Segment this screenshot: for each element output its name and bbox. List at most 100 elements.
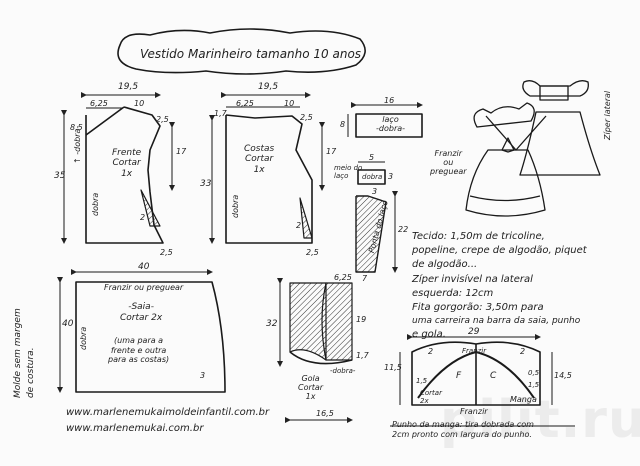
sleeve-c-label: 0,5 [528,369,540,377]
collar-piece-label: Gola Cortar 1x [298,374,323,402]
collar-label-2: Cortar [298,383,324,393]
skirt-note: (uma para a frente e outra para as costa… [108,336,169,365]
dress-illustration [465,102,547,217]
sleeve-e-label: 1,5 [528,381,540,389]
sleeve-top-label: Franzir [462,347,487,355]
tie-piece [355,195,387,273]
back-shoulder-label: 6,25 [236,99,254,108]
sleeve-c-mark-label: C [490,371,497,381]
skirt-note-3: para as costas) [108,355,170,365]
bow-height-label: 8 [340,120,346,129]
front-label-2: Cortar [112,158,141,169]
front-m1-label: 8,5 [70,123,83,132]
back-height-label: 33 [200,179,212,189]
front-label-1: Frente [112,148,142,158]
skirt-piece [75,281,226,393]
title-cloud [117,28,366,75]
collar-fold-label: -dobra- [330,367,356,375]
back-arm-label: 17 [326,147,337,156]
back-m1-label: 1,7 [214,109,227,118]
back-bodice-piece [225,114,313,244]
bow-label: laço -dobra- [376,115,405,134]
dress-gather-1: Franzir [434,149,463,158]
skirt-width-label: 40 [138,262,150,272]
zipper-label: Zíper lateral [603,90,612,140]
collar-label-1: Gola [301,374,320,383]
back-label-3: 1x [253,164,265,175]
bow-center-fold-label: dobra [362,173,383,181]
collar-side-label: 19 [356,315,367,324]
back-dart-label: 2 [296,221,302,230]
sleeve-cut-2: 2x [420,396,429,405]
back-label-1: Costas [244,144,275,154]
materials-line-3: de algodão... [412,259,478,271]
skirt-height-label: 40 [62,319,74,329]
materials-line-5: esquerda: 12cm [412,287,494,299]
front-bodice-piece [85,106,164,244]
dress-gather-label: Franzir ou preguear [430,149,467,176]
back-neck-label: 10 [284,99,295,108]
skirt-note-1: (uma para a [114,336,164,345]
front-label-3: 1x [121,168,133,179]
materials-line-1: Tecido: 1,50m de tricoline, [412,231,545,242]
front-dart-label: 2 [140,213,146,222]
front-height-label: 35 [54,171,66,181]
collar-height-label: 32 [266,319,278,329]
website-1: www.marlenemukaimoldeinfantil.com.br [66,407,270,418]
materials-line-2: popeline, crepe de algodão, piquet [412,245,587,257]
sleeve-a-label: 2 [428,347,434,356]
sleeve-cut-label: Cortar 2x [420,389,442,405]
bow-center-piece [357,169,386,185]
cuff-note-2: 2cm pronto com largura do punho. [392,430,532,440]
cuff-note-1: Punho da manga: tira dobrada com [392,420,534,429]
bow-center-label-2: laço [334,171,349,180]
bow-piece [355,113,423,138]
materials-block: Tecido: 1,50m de tricoline, popeline, cr… [412,230,587,342]
skirt-piece-label: -Saia- Cortar 2x [120,302,162,324]
dress-gather-2: ou [443,157,454,167]
page-title: Vestido Marinheiro tamanho 10 anos [140,47,362,61]
bow-width-label: 16 [384,96,395,105]
skirt-label-2: Cortar 2x [120,312,163,323]
front-fold-label: dobra [91,192,100,216]
front-fold-note: ↑ -dobra- [73,125,82,164]
sleeve-b-label: 2 [520,347,526,356]
collar-top-label: 6,25 [334,273,352,282]
materials-line-7: uma carreira na barra da saia, punho [412,316,581,327]
sleeve-left-label: 11,5 [384,363,402,372]
tie-top-label: 3 [372,187,378,196]
bow-center-label-1: meio do [334,164,363,172]
sleeve-cut-1: Cortar [420,389,442,397]
skirt-top-label: Franzir ou preguear [104,283,184,292]
bow-center-width-label: 5 [369,153,375,162]
left-note-line-1: Molde sem margem [13,308,23,398]
front-piece-label: Frente Cortar 1x [112,148,141,179]
sleeve-manga-label: Manga [510,395,537,404]
website-2: www.marlenemukai.com.br [66,423,204,434]
skirt-hem-label: 3 [200,371,206,380]
back-fold-label: dobra [231,194,240,218]
cuff-note: Punho da manga: tira dobrada com 2cm pro… [392,420,534,441]
back-label-2: Cortar [244,154,274,165]
sleeve-f-label: F [456,371,462,381]
front-neck-label: 10 [134,99,145,108]
front-hem-label: 2,5 [160,248,173,257]
sleeve-d-label: 1,5 [416,377,428,385]
front-arm-label: 17 [176,147,187,156]
skirt-note-2: frente e outra [110,345,167,355]
front-shoulder-label: 6,25 [90,99,108,108]
dress-back-illustration [519,80,601,176]
collar-piece [289,282,353,365]
collar-label-3: 1x [305,392,316,402]
collar-small-label: 1,7 [356,351,369,360]
left-note: Molde sem margem de costura. [13,308,36,398]
front-width-label: 19,5 [118,82,139,92]
sleeve-bottom-label: Franzir [460,407,488,416]
sleeve-right-label: 14,5 [554,371,572,380]
skirt-fold-label: dobra [79,326,88,350]
bow-center-height-label: 3 [388,172,394,181]
left-note-line-2: de costura. [26,347,36,398]
dress-gather-3: preguear [430,166,467,176]
materials-line-4: Zíper invisível na lateral [412,273,533,285]
